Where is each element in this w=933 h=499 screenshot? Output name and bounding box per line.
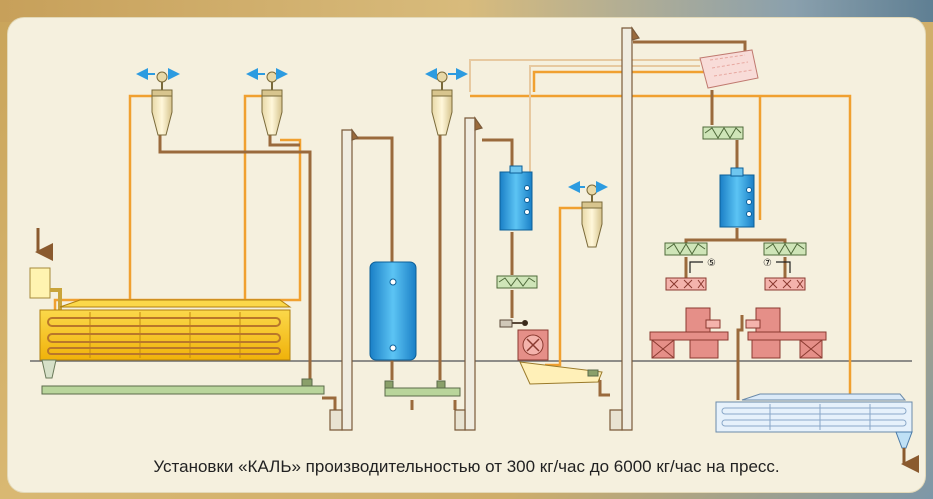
hopper-right <box>719 167 755 228</box>
pellet-press-b <box>745 307 827 359</box>
elevator-3 <box>609 26 640 431</box>
cyclone-3 <box>431 71 453 136</box>
grinder <box>517 329 549 361</box>
belt-dryer <box>39 299 292 379</box>
marker-5: ⑤ <box>707 258 716 269</box>
pellet-press-a <box>649 307 729 359</box>
auger-conveyor <box>519 361 603 385</box>
hopper-left <box>499 165 533 231</box>
mixer-a <box>665 277 707 291</box>
mixer-b <box>764 277 806 291</box>
cyclone-1 <box>151 71 173 136</box>
background-strip <box>0 0 933 22</box>
light-pipes <box>469 59 700 175</box>
marker-arrows <box>689 261 791 273</box>
screw-feeder-a <box>664 242 708 256</box>
elevator-2 <box>454 116 483 431</box>
diagram-caption: Установки «КАЛЬ» производительностью от … <box>153 457 780 476</box>
cyclone-4 <box>581 184 603 248</box>
cyclone-2 <box>261 71 283 136</box>
inlet <box>29 228 62 315</box>
screw-feeder-b <box>763 242 807 256</box>
belt-cooler <box>715 393 919 473</box>
conveyors <box>41 378 461 397</box>
elevator-1 <box>329 128 359 431</box>
marker-7: ⑦ <box>763 258 772 269</box>
exhaust-arrows <box>136 68 608 193</box>
screw-feeder-top <box>702 126 744 140</box>
valve <box>499 319 528 328</box>
storage-tank <box>369 261 417 361</box>
screw-feeder-left <box>496 275 538 289</box>
air-pipes <box>53 70 852 395</box>
conditioner-top <box>699 49 759 89</box>
